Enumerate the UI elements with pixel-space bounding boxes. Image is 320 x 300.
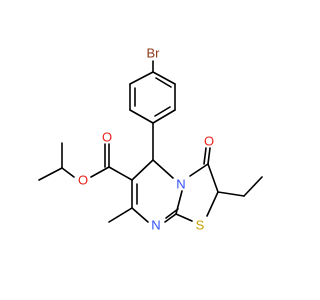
bond: [243, 176, 263, 197]
bond: [131, 159, 154, 181]
bond: [206, 191, 219, 217]
aromatic-double-bond: [155, 77, 172, 88]
bond: [131, 207, 149, 223]
atom-bromine: Br: [147, 46, 161, 61]
atom-nitrogen-bridgehead: N: [176, 177, 185, 192]
atom-nitrogen-ring: N: [151, 218, 160, 233]
bond: [38, 167, 63, 181]
bond: [129, 109, 154, 124]
bond: [207, 163, 219, 193]
bond: [90, 166, 110, 178]
atom-sulfur: S: [196, 218, 205, 233]
bond: [108, 166, 133, 181]
molecule-structure: Br O O O N N S: [38, 46, 263, 233]
bond: [152, 109, 176, 124]
bond: [108, 207, 133, 223]
atom-oxygen-carbonyl-ring: O: [204, 134, 214, 149]
bond: [61, 167, 75, 178]
bond: [175, 213, 193, 222]
bond: [152, 71, 176, 85]
bond-c-o-double: [203, 147, 207, 165]
bond: [165, 208, 179, 219]
aromatic-double-bond: [154, 106, 171, 117]
bond: [217, 191, 245, 197]
bond: [164, 213, 177, 223]
atom-oxygen-carbonyl-ester: O: [102, 130, 112, 145]
atom-oxygen-ester: O: [78, 173, 88, 188]
molecule-structure-canvas: Br O O O N N S: [38, 46, 263, 233]
bond: [152, 159, 174, 179]
bond: [129, 71, 154, 85]
bond-c-o-double: [207, 147, 211, 165]
bond: [189, 163, 209, 177]
